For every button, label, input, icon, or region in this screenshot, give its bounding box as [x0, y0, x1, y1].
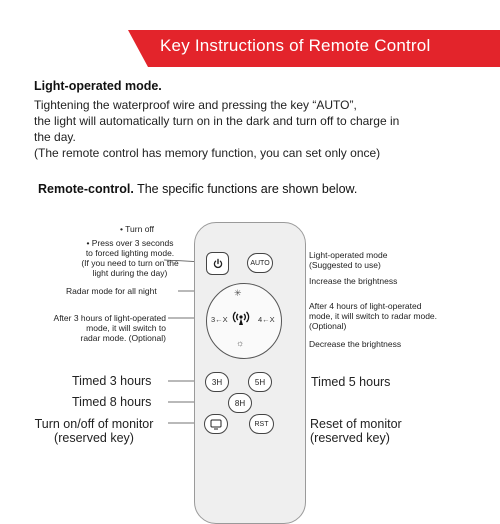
- brightness-up-icon[interactable]: ✳: [234, 288, 242, 298]
- label-line: After 4 hours of light-operated: [309, 301, 422, 311]
- label-line: light during the day): [92, 268, 168, 278]
- banner-shape: [128, 30, 500, 67]
- turn-off-label: • Turn off: [120, 224, 155, 234]
- label-line: (reserved key): [310, 431, 390, 445]
- monitor-icon: [210, 419, 222, 429]
- timer-8h-button[interactable]: 8H: [228, 393, 252, 413]
- mode-dial[interactable]: [206, 283, 282, 359]
- radar-icon[interactable]: [232, 309, 250, 327]
- wifi-signal-icon: [232, 311, 250, 325]
- brightness-down-icon[interactable]: ☼: [236, 338, 245, 348]
- label-line: Light-operated mode: [309, 250, 388, 260]
- power-button[interactable]: [206, 252, 229, 275]
- label-line: • Press over 3 seconds: [86, 238, 174, 248]
- power-icon: [213, 258, 222, 268]
- light-mode-heading: Light-operated mode.: [34, 79, 162, 93]
- timer-3h-button[interactable]: 3H: [205, 372, 229, 392]
- label-line: to forced lighting mode.: [85, 248, 175, 258]
- label-line: mode, it will switch to: [86, 323, 166, 333]
- decrease-brightness-label: Decrease the brightness: [309, 339, 402, 349]
- monitor-label: Turn on/off of monitor (reserved key): [20, 417, 168, 445]
- light-operated-mode-label: Light-operated mode (Suggested to use): [309, 250, 387, 270]
- remote-control-intro: Remote-control. The specific functions a…: [38, 182, 357, 196]
- timed-5-hours-label: Timed 5 hours: [311, 375, 391, 389]
- paragraph-line: the light will automatically turn on in …: [34, 114, 400, 128]
- label-line: Reset of monitor: [310, 417, 402, 431]
- after-3-hours-label: After 3 hours of light-operated mode, it…: [0, 313, 166, 343]
- dial-right-label[interactable]: 4←X: [258, 315, 275, 324]
- label-line: radar mode. (Optional): [80, 333, 166, 343]
- paragraph-line: Tightening the waterproof wire and press…: [34, 98, 357, 112]
- label-line: mode, it will switch to radar mode.: [309, 311, 438, 321]
- auto-button[interactable]: AUTO: [247, 253, 273, 273]
- radar-all-night-label: Radar mode for all night: [66, 286, 157, 296]
- after-4-hours-label: After 4 hours of light-operated mode, it…: [309, 301, 437, 331]
- timed-3-hours-label: Timed 3 hours: [72, 374, 152, 388]
- header-banner: Key Instructions of Remote Control: [0, 0, 500, 72]
- label-line: (Suggested to use): [309, 260, 381, 270]
- label-line: (reserved key): [54, 431, 134, 445]
- page-title: Key Instructions of Remote Control: [160, 36, 431, 55]
- monitor-button[interactable]: [204, 414, 228, 434]
- reset-monitor-label: Reset of monitor (reserved key): [310, 417, 402, 445]
- label-line: Turn on/off of monitor: [34, 417, 154, 431]
- reset-button[interactable]: RST: [249, 414, 274, 434]
- label-line: After 3 hours of light-operated: [53, 313, 166, 323]
- label-line: (If you need to turn on the: [81, 258, 179, 268]
- timer-5h-button[interactable]: 5H: [248, 372, 272, 392]
- remote-control-heading: Remote-control.: [38, 182, 134, 196]
- paragraph-line: (The remote control has memory function,…: [34, 146, 381, 160]
- increase-brightness-label: Increase the brightness: [309, 276, 398, 286]
- forced-lighting-label: • Press over 3 seconds to forced lightin…: [80, 238, 180, 278]
- remote-control-text: The specific functions are shown below.: [133, 182, 358, 196]
- label-line: (Optional): [309, 321, 347, 331]
- paragraph-line: the day.: [34, 130, 76, 144]
- light-mode-paragraph: Tightening the waterproof wire and press…: [34, 97, 500, 161]
- dial-left-label[interactable]: 3←X: [211, 315, 228, 324]
- timed-8-hours-label: Timed 8 hours: [72, 395, 152, 409]
